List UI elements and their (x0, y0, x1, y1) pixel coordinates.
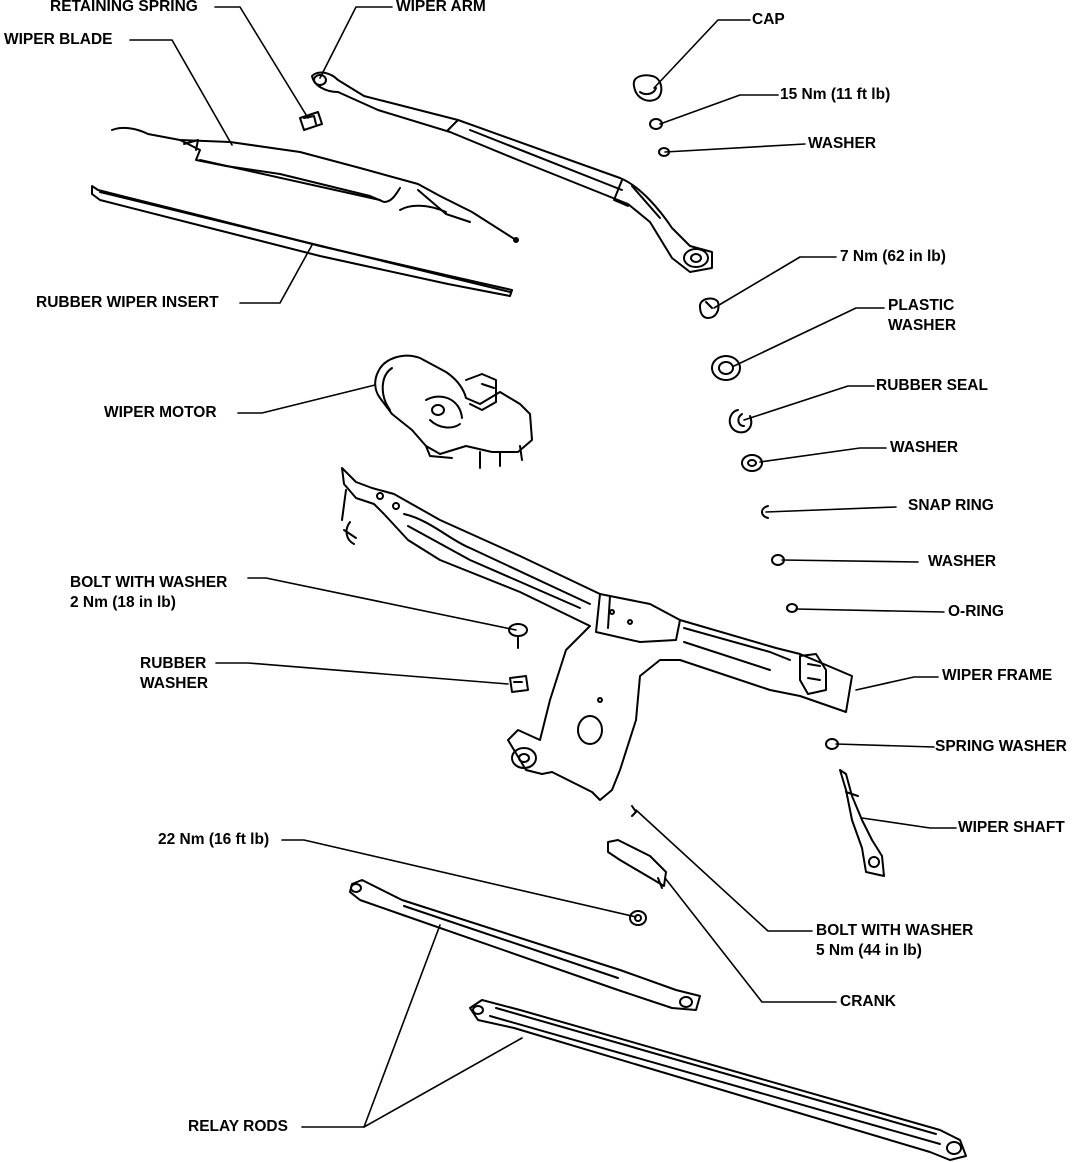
label-rubber-seal: RUBBER SEAL (876, 377, 988, 394)
relay-rod-2 (469, 999, 967, 1161)
label-plastic-washer-line2: WASHER (888, 317, 957, 334)
label-spring-washer: SPRING WASHER (935, 738, 1067, 755)
leader-rubber-washer (215, 662, 509, 685)
nut-15nm (649, 118, 663, 130)
leader-washer-3 (781, 559, 919, 563)
rubber-wiper-insert (91, 185, 513, 297)
label-wiper-frame: WIPER FRAME (942, 667, 1053, 684)
label-bolt-5nm-line2: 5 Nm (44 in lb) (816, 942, 922, 959)
leader-wiper-frame (855, 676, 939, 691)
label-rubber-washer-line2: WASHER (140, 675, 209, 692)
label-bolt-with-washer-2nm: BOLT WITH WASHER 2 Nm (18 in lb) (70, 573, 227, 613)
label-plastic-washer: PLASTIC WASHER (888, 296, 956, 336)
wiper-shaft-part (839, 769, 885, 877)
label-torque-15nm: 15 Nm (11 ft lb) (780, 86, 891, 103)
label-wiper-arm: WIPER ARM (396, 0, 486, 15)
leader-lines (129, 6, 957, 1128)
label-crank: CRANK (840, 993, 896, 1010)
label-torque-7nm: 7 Nm (62 in lb) (840, 248, 946, 265)
leader-rubber-seal (743, 385, 875, 421)
label-washer-2: WASHER (890, 439, 959, 456)
leader-bolt-5nm (635, 809, 813, 932)
label-rubber-wiper-insert: RUBBER WIPER INSERT (36, 294, 219, 311)
leader-washer-2 (759, 447, 887, 463)
wiper-blade (111, 126, 519, 243)
label-o-ring: O-RING (948, 603, 1004, 620)
leader-wiper-blade (129, 39, 233, 146)
relay-rod-1 (349, 879, 701, 1011)
label-cap: CAP (752, 11, 785, 28)
leader-22nm (281, 839, 637, 918)
bolt-washer-5nm-part (631, 805, 637, 817)
leader-crank (664, 877, 837, 1003)
label-washer-3: WASHER (928, 553, 997, 570)
leader-cap (653, 19, 751, 89)
leader-spring-washer (835, 743, 935, 748)
label-relay-rods: RELAY RODS (188, 1118, 288, 1135)
spring-washer-part (825, 738, 839, 750)
label-rubber-washer-line1: RUBBER (140, 655, 207, 672)
label-bolt-2nm-line1: BOLT WITH WASHER (70, 574, 228, 591)
plastic-washer-part (711, 355, 741, 381)
leader-wiper-shaft (861, 817, 957, 829)
crank-part (607, 839, 667, 889)
label-washer-1: WASHER (808, 135, 877, 152)
rubber-washer-part (509, 675, 529, 693)
leader-snap-ring (765, 506, 897, 513)
leader-wiper-motor (237, 384, 376, 414)
wiper-motor-part (374, 354, 533, 469)
leader-7nm (713, 256, 837, 309)
snap-ring-part (761, 505, 769, 519)
nut-22nm (629, 910, 647, 926)
leader-plastic-washer (733, 307, 885, 367)
retaining-spring (299, 111, 323, 131)
label-torque-22nm: 22 Nm (16 ft lb) (158, 831, 270, 848)
leader-washer-1 (664, 143, 806, 153)
wiper-frame-part (341, 467, 853, 801)
bolt-washer-2nm-part (508, 623, 528, 649)
washer-2-part (741, 454, 763, 472)
leader-o-ring (795, 608, 945, 613)
label-wiper-blade: WIPER BLADE (4, 31, 113, 48)
o-ring-part (786, 603, 798, 613)
label-wiper-motor: WIPER MOTOR (104, 404, 217, 421)
leader-15nm (659, 94, 779, 125)
label-wiper-shaft: WIPER SHAFT (958, 819, 1065, 836)
label-bolt-2nm-line2: 2 Nm (18 in lb) (70, 594, 176, 611)
washer-1-part (658, 147, 670, 157)
leader-rubber-insert (239, 244, 313, 304)
washer-3-part (771, 554, 785, 566)
cap-part (632, 74, 663, 102)
label-bolt-5nm-line1: BOLT WITH WASHER (816, 922, 974, 939)
wiper-arm (311, 71, 713, 273)
label-snap-ring: SNAP RING (908, 497, 994, 514)
label-rubber-washer: RUBBER WASHER (140, 654, 208, 694)
leader-bolt-2nm (247, 577, 517, 631)
label-plastic-washer-line1: PLASTIC (888, 297, 955, 314)
rubber-seal-part (728, 409, 753, 434)
label-retaining-spring: RETAINING SPRING (50, 0, 198, 15)
leader-retaining-spring (214, 6, 309, 119)
label-bolt-with-washer-5nm: BOLT WITH WASHER 5 Nm (44 in lb) (816, 921, 973, 961)
leader-relay-rods-2 (363, 1037, 523, 1128)
leader-wiper-arm (319, 6, 393, 79)
nut-7nm (699, 297, 720, 319)
